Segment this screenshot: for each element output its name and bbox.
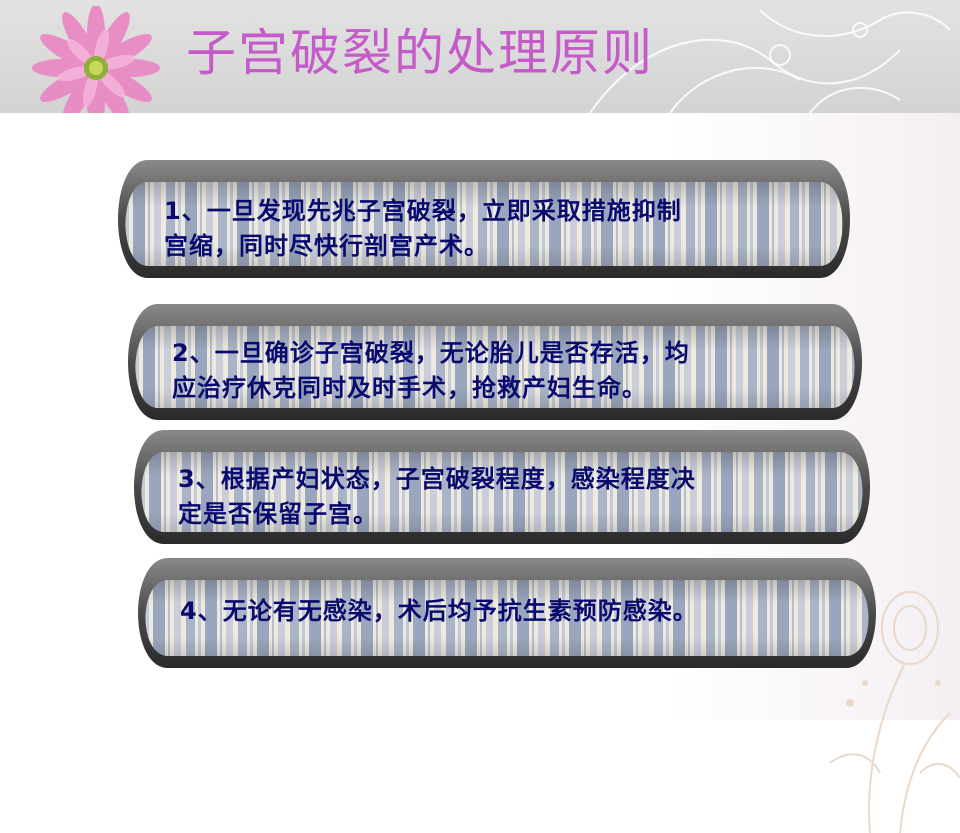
principle-line: 1、一旦发现先兆子宫破裂，立即采取措施抑制 xyxy=(164,197,682,225)
principle-line: 2、一旦确诊子宫破裂，无论胎儿是否存活，均 xyxy=(172,339,690,367)
principle-line: 定是否保留子宫。 xyxy=(178,500,378,528)
swirl-decoration xyxy=(589,9,951,113)
principle-card-3: 3、根据产妇状态，子宫破裂程度，感染程度决 定是否保留子宫。 xyxy=(130,424,874,550)
scroll-banner-shape xyxy=(128,304,862,420)
flower-icon xyxy=(32,6,160,126)
principle-line: 4、无论有无感染，术后均予抗生素预防感染。 xyxy=(180,597,698,625)
scroll-banner-shape xyxy=(138,558,876,668)
principle-line: 应治疗休克同时及时手术，抢救产妇生命。 xyxy=(172,374,647,402)
principle-card-2: 2、一旦确诊子宫破裂，无论胎儿是否存活，均 应治疗休克同时及时手术，抢救产妇生命… xyxy=(124,298,866,426)
principle-card-1: 1、一旦发现先兆子宫破裂，立即采取措施抑制 宫缩，同时尽快行剖宫产术。 xyxy=(114,154,854,284)
principle-line: 3、根据产妇状态，子宫破裂程度，感染程度决 xyxy=(178,465,696,493)
slide-header: 子宫破裂的处理原则 xyxy=(0,0,960,113)
scroll-banner-shape xyxy=(118,160,850,278)
slide-title: 子宫破裂的处理原则 xyxy=(186,24,654,82)
principle-line: 宫缩，同时尽快行剖宫产术。 xyxy=(164,232,489,260)
scroll-banner-shape xyxy=(134,430,870,544)
principle-card-4: 4、无论有无感染，术后均予抗生素预防感染。 xyxy=(134,552,880,674)
